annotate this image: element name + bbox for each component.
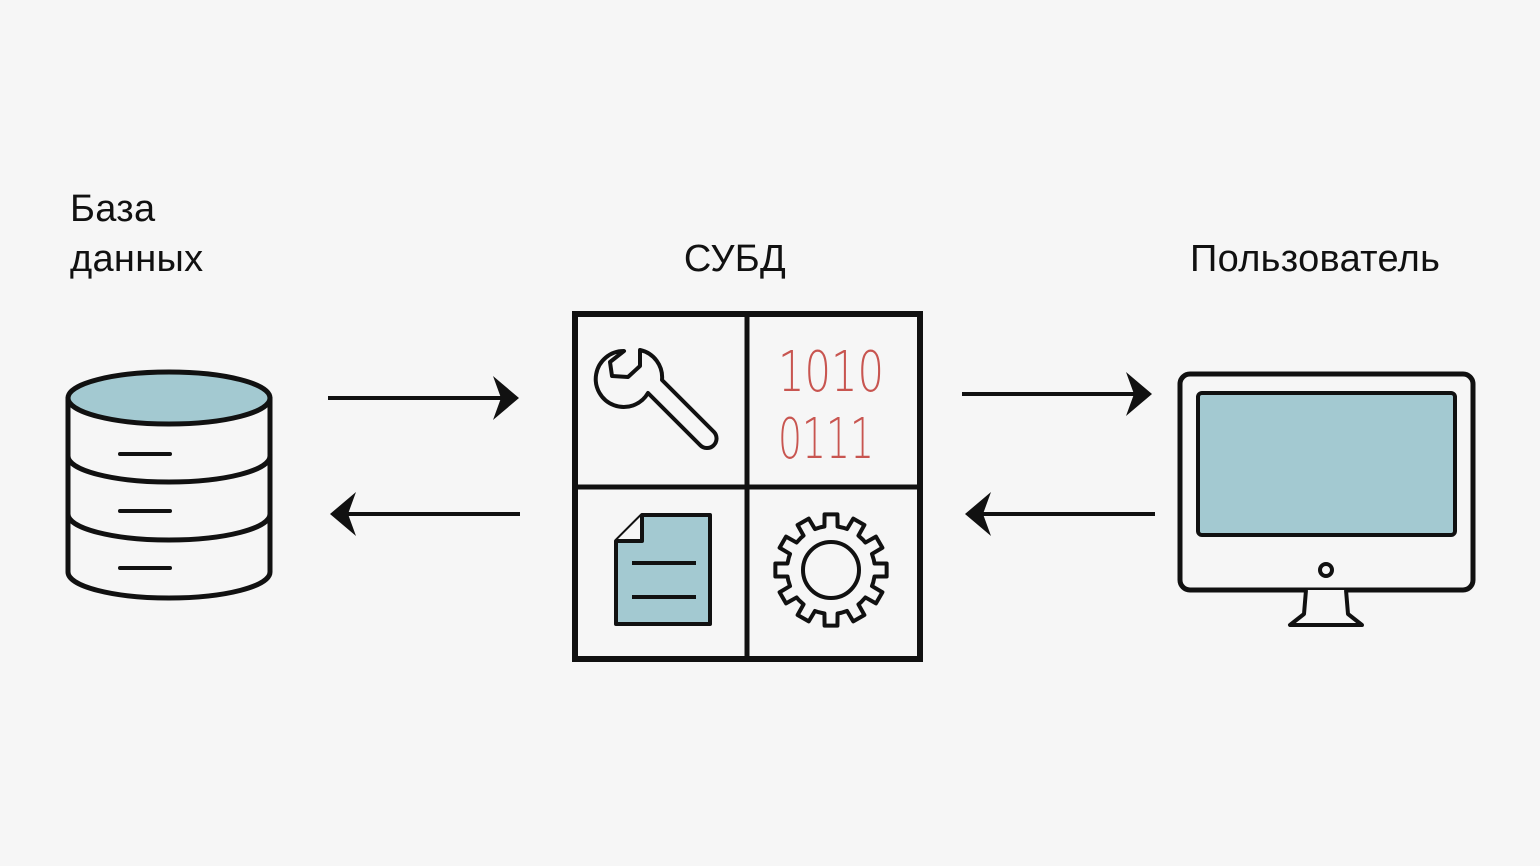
binary-code-icon: 1010 0111 [778,340,884,472]
user-label: Пользователь [1190,238,1441,280]
monitor-icon [1177,371,1476,627]
binary-line-2: 0111 [778,407,874,472]
document-icon [614,513,712,626]
database-cylinder-icon [65,369,273,601]
arrow-dbms-to-user [962,372,1152,416]
dbms-label: СУБД [683,238,787,280]
arrow-user-to-dbms [965,492,1155,536]
database-label: База данных [70,184,203,284]
wrench-icon [593,348,719,451]
arrow-dbms-to-db [330,492,520,536]
database-label-line-1: База [70,188,156,230]
binary-line-1: 1010 [778,340,884,405]
dbms-label-wrap: СУБД [0,234,1470,284]
arrow-db-to-dbms [328,376,519,420]
database-label-line-2: данных [70,238,204,280]
gear-icon [773,512,889,628]
